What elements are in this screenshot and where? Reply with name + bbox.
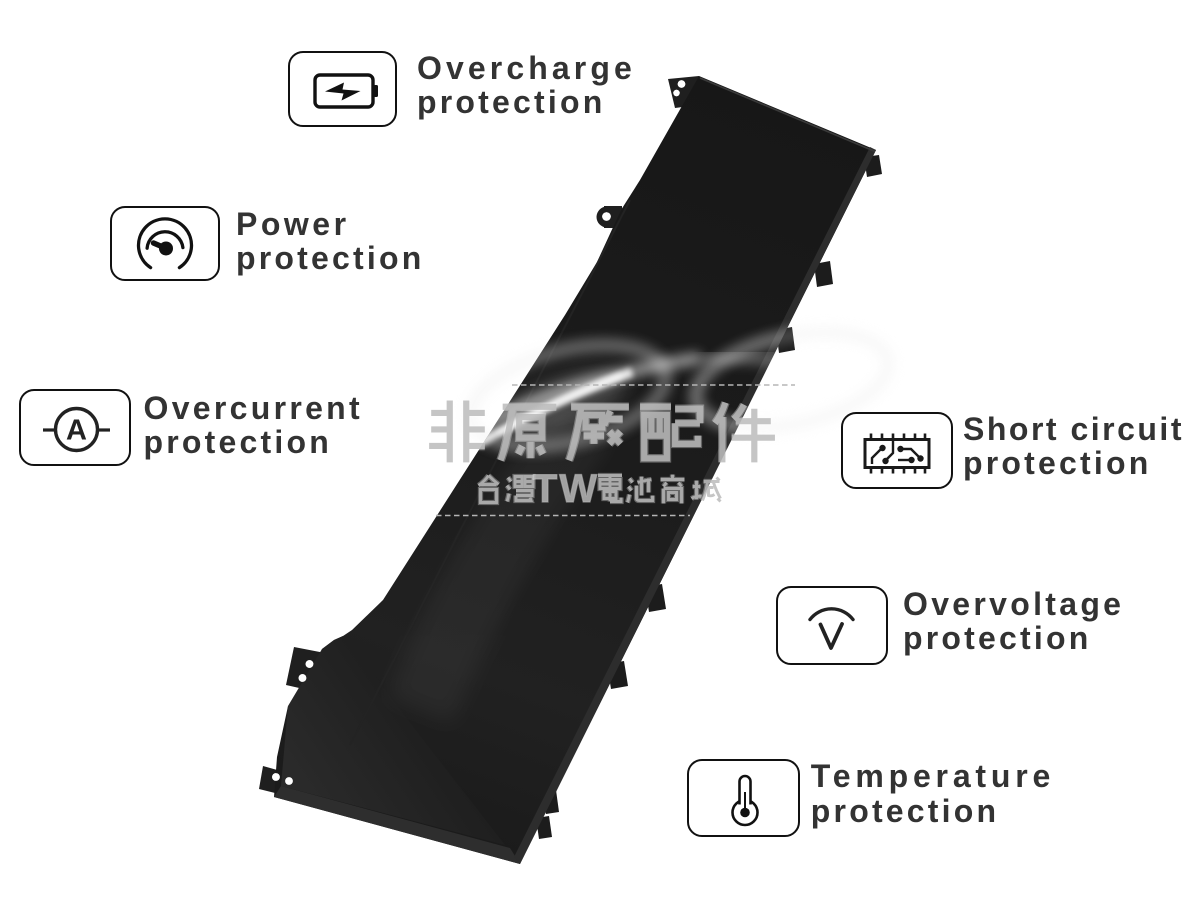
svg-text:A: A (66, 415, 87, 447)
svg-text:TW: TW (533, 467, 599, 511)
